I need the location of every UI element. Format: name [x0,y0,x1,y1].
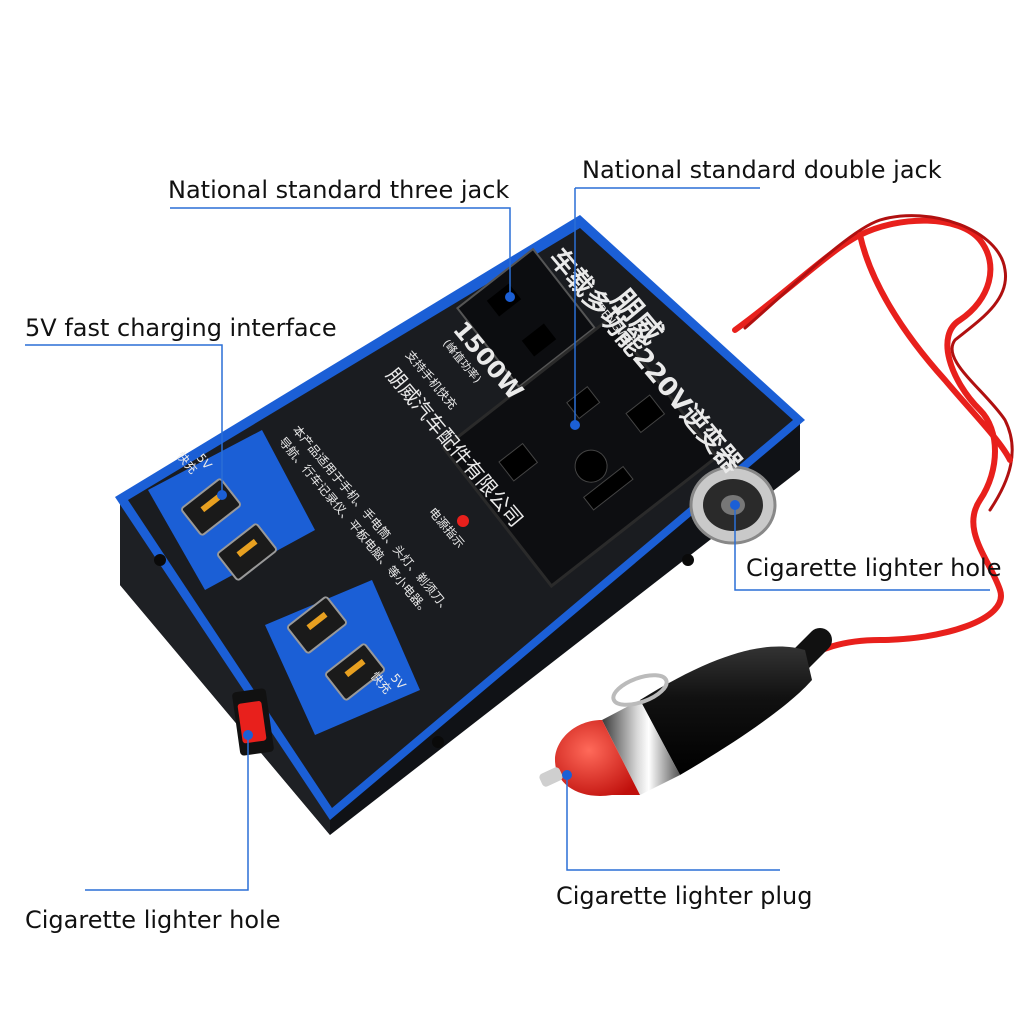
power-cable [732,214,1014,663]
label-lighter-hole-left: Cigarette lighter hole [25,906,281,934]
label-double-jack: National standard double jack [582,156,942,184]
label-lighter-hole-right: Cigarette lighter hole [746,554,1002,582]
usb-group-bottom [265,580,420,735]
callout-leaders [25,187,990,891]
double-jack-socket [455,247,597,389]
label-lighter-plug: Cigarette lighter plug [556,882,813,910]
screw [682,554,694,566]
callout-dots [217,292,740,780]
screw [432,736,444,748]
label-three-jack: National standard three jack [168,176,510,204]
screw [154,554,166,566]
cigarette-lighter-plug [539,628,832,796]
label-usb-fast-charging: 5V fast charging interface [25,314,337,342]
power-indicator-led [457,515,469,527]
universal-socket [441,316,720,589]
